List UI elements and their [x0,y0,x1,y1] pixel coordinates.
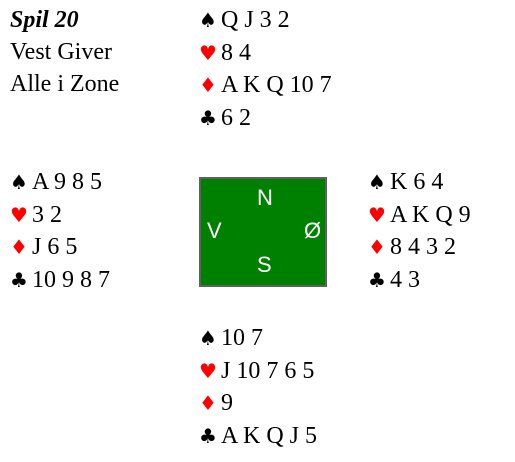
east-clubs-row: ♣4 3 [368,264,471,297]
east-spades: K 6 4 [390,169,444,195]
west-diamonds-row: ♦J 6 5 [10,231,110,264]
east-hand: ♠K 6 4 ♥A K Q 9 ♦8 4 3 2 ♣4 3 [368,166,471,296]
north-diamonds: A K Q 10 7 [221,72,332,98]
north-clubs-row: ♣6 2 [199,102,332,135]
west-clubs-row: ♣10 9 8 7 [10,264,110,297]
west-hand: ♠A 9 8 5 ♥3 2 ♦J 6 5 ♣10 9 8 7 [10,166,110,296]
spade-icon: ♠ [10,170,28,194]
dealer-info: Vest Giver [10,39,112,65]
north-hearts: 8 4 [221,39,251,66]
club-icon: ♣ [199,423,217,448]
compass-west: V [207,218,222,243]
compass-south: S [257,252,272,277]
north-hand: ♠Q J 3 2 ♥8 4 ♦A K Q 10 7 ♣6 2 [199,4,332,134]
west-clubs: 10 9 8 7 [32,266,110,293]
south-hearts: J 10 7 6 5 [221,357,315,384]
west-spades-row: ♠A 9 8 5 [10,166,110,199]
south-diamonds-row: ♦9 [199,387,317,420]
heart-icon: ♥ [10,202,28,227]
club-icon: ♣ [10,267,28,292]
west-diamonds: J 6 5 [32,234,78,260]
north-hearts-row: ♥8 4 [199,37,332,70]
diamond-icon: ♦ [199,391,217,415]
east-hearts: A K Q 9 [390,201,471,228]
compass-north: N [257,185,273,210]
board-title: Spil 20 [10,7,79,33]
south-clubs-row: ♣A K Q J 5 [199,420,317,453]
west-hearts: 3 2 [32,201,62,228]
club-icon: ♣ [368,267,386,292]
heart-icon: ♥ [368,202,386,227]
south-clubs: A K Q J 5 [221,422,318,449]
diamond-icon: ♦ [199,73,217,97]
east-spades-row: ♠K 6 4 [368,166,471,199]
vulnerability-info: Alle i Zone [10,71,120,97]
north-spades-row: ♠Q J 3 2 [199,4,332,37]
spade-icon: ♠ [368,170,386,194]
east-diamonds: 8 4 3 2 [390,234,456,260]
south-hand: ♠10 7 ♥J 10 7 6 5 ♦9 ♣A K Q J 5 [199,322,317,452]
east-clubs: 4 3 [390,266,420,293]
bridge-table-compass: N V Ø S [199,177,327,287]
north-clubs: 6 2 [221,104,251,131]
east-hearts-row: ♥A K Q 9 [368,199,471,232]
west-spades: A 9 8 5 [32,169,103,195]
spade-icon: ♠ [199,8,217,32]
south-spades: 10 7 [221,325,263,351]
south-diamonds: 9 [221,390,233,416]
east-diamonds-row: ♦8 4 3 2 [368,231,471,264]
diamond-icon: ♦ [368,235,386,259]
compass-east: Ø [304,218,322,243]
heart-icon: ♥ [199,358,217,383]
south-spades-row: ♠10 7 [199,322,317,355]
spade-icon: ♠ [199,326,217,350]
west-hearts-row: ♥3 2 [10,199,110,232]
club-icon: ♣ [199,105,217,130]
heart-icon: ♥ [199,40,217,65]
north-spades: Q J 3 2 [221,7,290,33]
diamond-icon: ♦ [10,235,28,259]
south-hearts-row: ♥J 10 7 6 5 [199,355,317,388]
north-diamonds-row: ♦A K Q 10 7 [199,69,332,102]
